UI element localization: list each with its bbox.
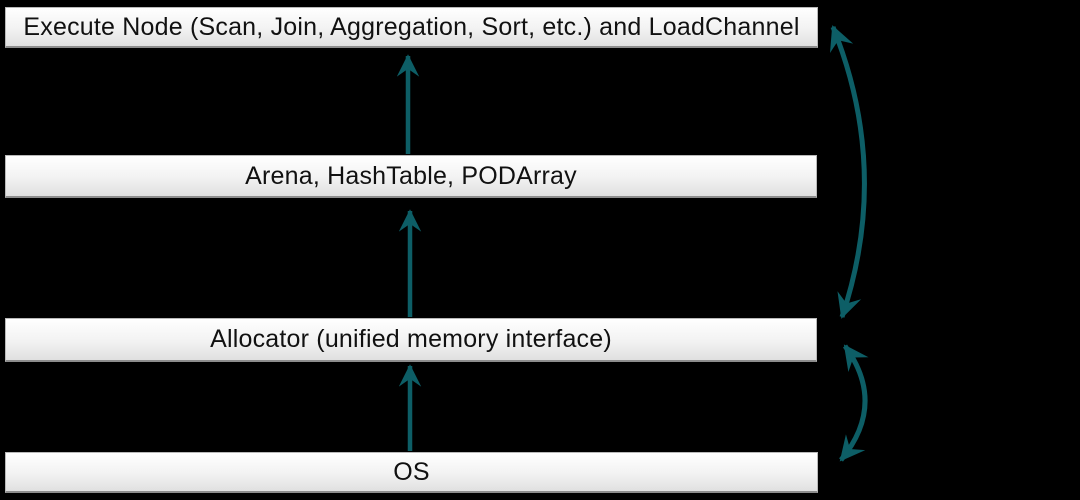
layer-allocator: Allocator (unified memory interface): [5, 318, 817, 362]
curved-bidirectional-arrow-allocator-os: [839, 344, 869, 462]
curved-bidirectional-arrow-execute-node-allocator: [829, 25, 867, 319]
layer-label: Execute Node (Scan, Join, Aggregation, S…: [23, 12, 800, 41]
layer-os: OS: [5, 452, 818, 493]
layer-label: Arena, HashTable, PODArray: [245, 161, 577, 190]
layer-execute-node: Execute Node (Scan, Join, Aggregation, S…: [5, 7, 818, 48]
layer-label: Allocator (unified memory interface): [210, 325, 612, 353]
layer-label: OS: [393, 457, 430, 486]
layer-arena-hashtable-podarray: Arena, HashTable, PODArray: [5, 155, 817, 198]
